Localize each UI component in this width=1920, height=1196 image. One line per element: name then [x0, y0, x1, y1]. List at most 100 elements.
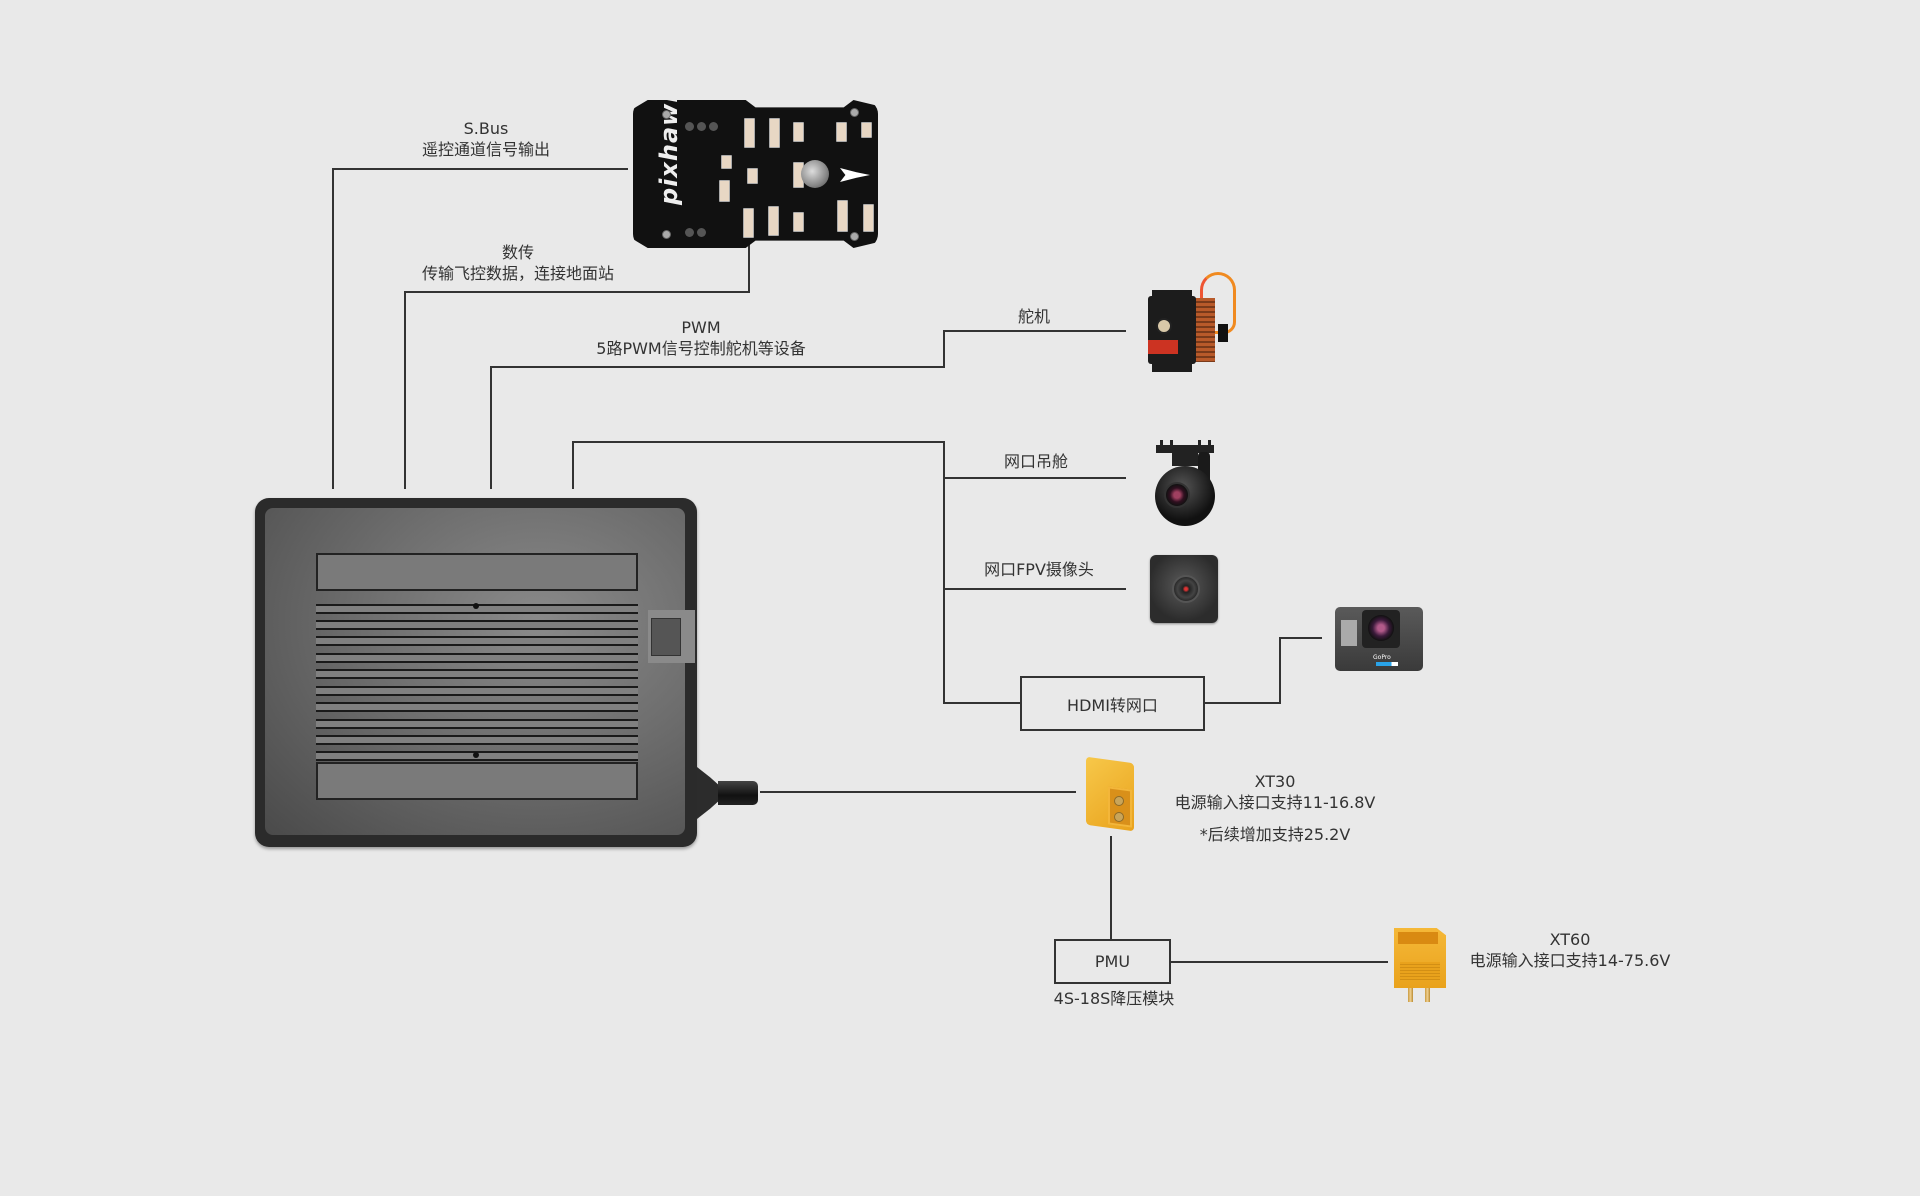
fpv-lens — [1172, 575, 1200, 603]
port-telem1 — [768, 206, 779, 236]
sbus-subtitle: 遥控通道信号输出 — [421, 140, 550, 159]
port-telem2 — [743, 208, 754, 238]
servo-wire — [943, 330, 1126, 332]
pixhawk-board-icon: pixhawk — [633, 100, 878, 248]
heatsink-fin — [316, 669, 638, 679]
pwm-wire-vertical — [490, 366, 492, 489]
gimbal-label: 网口吊舱 — [1003, 452, 1068, 471]
led-icon — [685, 122, 694, 131]
xt60-title: XT60 — [1549, 930, 1591, 949]
screw-icon — [473, 603, 479, 609]
screw-icon — [473, 752, 479, 758]
port-can — [793, 122, 804, 142]
sbus-title: S.Bus — [463, 119, 509, 138]
heatsink-fin — [316, 636, 638, 646]
led-icon — [697, 228, 706, 237]
xt30-note: *后续增加支持25.2V — [1199, 825, 1351, 844]
gopro-lens — [1368, 615, 1394, 641]
pwm-subtitle: 5路PWM信号控制舵机等设备 — [596, 339, 806, 358]
gopro-brand: GoPro — [1373, 654, 1391, 661]
screw-icon — [662, 110, 671, 119]
port-spkt — [719, 180, 730, 202]
pixhawk-logo: pixhawk — [655, 85, 683, 205]
pmu-label: PMU — [1094, 952, 1131, 971]
power-cable-plug — [718, 781, 758, 805]
heatsink-fin — [316, 686, 638, 696]
screw-icon — [850, 232, 859, 241]
telemetry-title: 数传 — [501, 243, 534, 262]
device-face — [265, 508, 685, 835]
gimbal-plate — [1156, 445, 1214, 453]
xt60-socket — [1398, 932, 1438, 944]
gopro-status-screen — [1341, 620, 1357, 646]
xt60-subtitle: 电源输入接口支持14-75.6V — [1469, 951, 1671, 970]
telemetry-wire-horizontal — [404, 291, 750, 293]
port-serial45 — [744, 118, 755, 148]
pwm-label: PWM 5路PWM信号控制舵机等设备 — [571, 317, 831, 359]
direction-arrow-icon — [840, 168, 870, 182]
sbus-wire-horizontal — [332, 168, 628, 170]
xt60-pin — [1425, 988, 1430, 1002]
port-buzzer — [721, 155, 732, 169]
pwm-wire-horizontal — [490, 366, 945, 368]
servo-sticker — [1148, 340, 1178, 354]
port-i2c — [836, 122, 847, 142]
power-wire — [760, 791, 1076, 793]
telemetry-subtitle: 传输飞控数据，连接地面站 — [421, 264, 614, 283]
xt30-label: XT30 电源输入接口支持11-16.8V *后续增加支持25.2V — [1150, 771, 1400, 845]
companion-computer-heatsink-icon — [255, 498, 697, 847]
sbus-wire-vertical — [332, 168, 334, 489]
network-wire-vertical — [572, 441, 574, 489]
pwm-wire-step — [943, 330, 945, 368]
gopro-wire-vertical — [1279, 637, 1281, 704]
pmu-box: PMU — [1054, 939, 1171, 984]
network-bus-vertical — [943, 441, 945, 704]
screw-icon — [850, 108, 859, 117]
xt30-pmu-wire — [1110, 836, 1112, 940]
fpv-wire — [943, 588, 1126, 590]
pmu-caption: 4S-18S降压模块 — [1053, 989, 1175, 1008]
xt30-pin — [1114, 796, 1124, 806]
hdmi-converter-box: HDMI转网口 — [1020, 676, 1205, 731]
xt30-title: XT30 — [1254, 772, 1296, 791]
port-switch — [747, 168, 758, 184]
xt30-subtitle: 电源输入接口支持11-16.8V — [1174, 793, 1376, 812]
xt60-pin — [1408, 988, 1413, 1002]
pwm-title: PWM — [681, 318, 721, 337]
led-icon — [709, 122, 718, 131]
gimbal-lens — [1164, 482, 1190, 508]
heatsink-fin — [316, 653, 638, 663]
port-gps — [769, 118, 780, 148]
servo-mount-ear — [1152, 362, 1192, 372]
hdmi-output-wire — [1204, 702, 1281, 704]
servo-side-panel — [1193, 298, 1215, 362]
telemetry-wire-vertical — [404, 291, 406, 489]
heatsink-fin — [316, 719, 638, 729]
ethernet-port-icon — [648, 610, 695, 663]
screw-icon — [662, 230, 671, 239]
heatsink-fins — [316, 602, 638, 762]
gimbal-wire — [943, 477, 1126, 479]
gopro-brand-stripe — [1376, 662, 1398, 666]
fpv-label: 网口FPV摄像头 — [984, 560, 1094, 579]
port-adc66 — [861, 122, 872, 138]
xt30-pin — [1114, 812, 1124, 822]
heatsink-bottom-plate — [316, 762, 638, 800]
led-icon — [685, 228, 694, 237]
pmu-xt60-wire — [1170, 961, 1388, 963]
heatsink-fin — [316, 735, 638, 745]
telemetry-wire-riser — [748, 242, 750, 293]
xt60-label: XT60 电源输入接口支持14-75.6V — [1450, 929, 1690, 971]
hdmi-input-wire — [943, 702, 1022, 704]
network-wire-horizontal — [572, 441, 945, 443]
gimbal-mount — [1172, 452, 1198, 466]
port-spi — [837, 200, 848, 232]
servo-horn — [1156, 318, 1172, 334]
servo-mount-ear — [1152, 290, 1192, 300]
safety-button-icon — [801, 160, 829, 188]
port-usb — [793, 212, 804, 232]
heatsink-top-plate — [316, 553, 638, 591]
port-power — [863, 204, 874, 232]
hdmi-converter-label: HDMI转网口 — [1067, 695, 1158, 715]
xt60-ribs — [1400, 962, 1440, 980]
